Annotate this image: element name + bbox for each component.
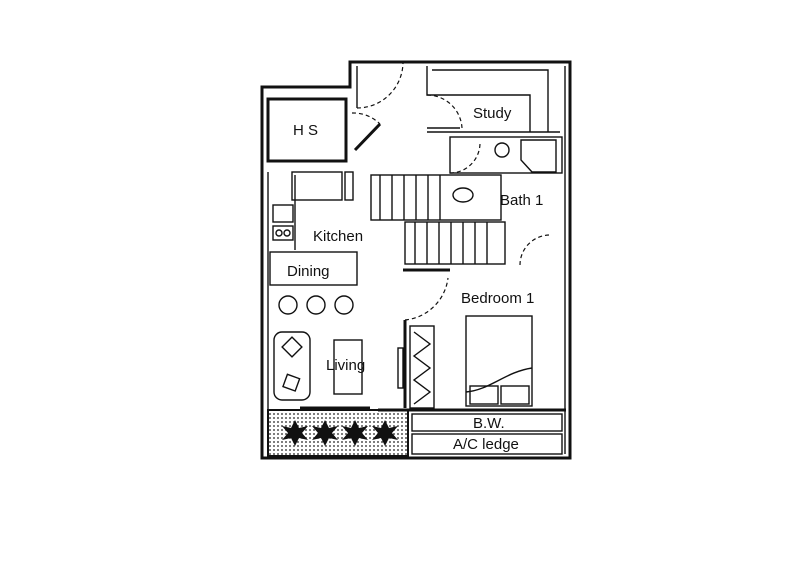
bathroom [449,136,563,203]
room-label-ac-ledge: A/C ledge [453,436,519,453]
dining-area [269,251,358,315]
household-shelter [266,61,404,163]
planter [267,409,409,457]
room-label-living: Living [326,357,365,374]
outer-walls [260,60,572,460]
living-area [273,331,370,410]
bay-window-and-ledge [411,413,563,455]
room-label-bath: Bath 1 [500,192,543,209]
room-label-hs: H S [293,122,318,139]
study-room [426,66,560,133]
staircase [370,174,551,272]
room-label-study: Study [473,105,512,122]
room-label-dining: Dining [287,263,330,280]
bedroom-fixtures [378,277,566,412]
room-label-bedroom: Bedroom 1 [461,290,534,307]
room-label-kitchen: Kitchen [313,228,363,245]
room-label-bay-window: B.W. [473,415,505,432]
kitchen-fixtures [272,171,354,250]
